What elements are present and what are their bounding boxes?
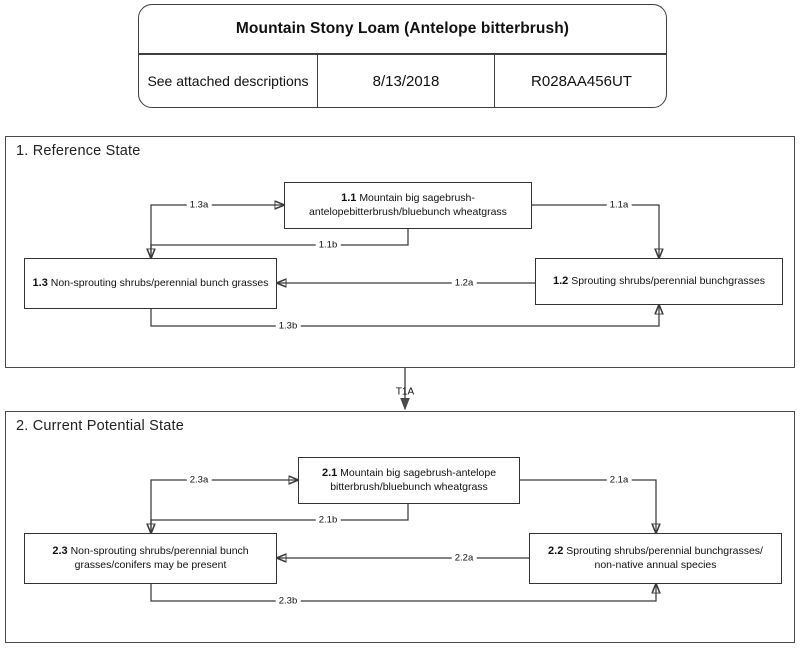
pathway-line-1-1a xyxy=(532,204,659,258)
state-title-current-potential: 2. Current Potential State xyxy=(16,418,185,434)
community-phase-code: 1.2 xyxy=(552,275,569,288)
state-panel-current-potential: 2. Current Potential State 2.1 Mountain … xyxy=(5,411,795,643)
header-cell-ecological-site-id: R028AA456UT xyxy=(531,72,632,90)
pathway-label-2-2a: 2.2a xyxy=(451,552,477,564)
pathway-line-1-1b xyxy=(151,229,409,258)
community-phase-text: Mountain big sagebrush-antelope bitterbr… xyxy=(330,467,497,493)
community-phase-text: Non-sprouting shrubs/perennial bunch gra… xyxy=(50,277,269,290)
header-cell-row: See attached descriptions 8/13/2018 R028… xyxy=(139,54,666,107)
community-phase-code: 1.1 xyxy=(341,192,357,205)
page-title: Mountain Stony Loam (Antelope bitterbrus… xyxy=(235,20,570,37)
community-phase-2-2[interactable]: 2.2 Sprouting shrubs/perennial bunchgras… xyxy=(529,533,782,584)
community-phase-text: Sprouting shrubs/perennial bunchgrasses/… xyxy=(566,545,763,571)
pathway-line-2-3a xyxy=(150,480,298,533)
state-title-reference: 1. Reference State xyxy=(16,143,141,159)
community-phase-1-2[interactable]: 1.2 Sprouting shrubs/perennial bunchgras… xyxy=(535,258,783,305)
pathway-line-2-1b xyxy=(151,504,409,533)
community-phase-text: Mountain big sagebrush-antelopebitterbru… xyxy=(309,192,507,218)
header-divider xyxy=(139,53,666,55)
community-phase-code: 1.3 xyxy=(32,277,48,290)
pathway-connectors-current-potential xyxy=(6,412,796,602)
pathway-label-1-1a: 1.1a xyxy=(606,199,632,211)
pathway-label-2-1b: 2.1b xyxy=(315,514,341,526)
pathway-line-2-1a xyxy=(520,479,656,533)
state-panel-reference: 1. Reference State 1.1 Mountain big sage… xyxy=(5,136,795,368)
header-cell-date: 8/13/2018 xyxy=(317,54,495,107)
pathway-line-2-3b xyxy=(150,584,656,602)
pathway-line-1-3a xyxy=(150,205,284,258)
pathway-label-2-1a: 2.1a xyxy=(606,474,632,486)
community-phase-code: 2.2 xyxy=(548,545,564,558)
pathway-label-2-3b: 2.3b xyxy=(275,595,301,607)
pathway-label-1-2a: 1.2a xyxy=(451,277,477,289)
community-phase-1-3[interactable]: 1.3 Non-sprouting shrubs/perennial bunch… xyxy=(24,258,277,309)
pathway-label-1-3a: 1.3a xyxy=(186,199,212,211)
pathway-connectors-reference xyxy=(6,137,796,327)
community-phase-2-1[interactable]: 2.1 Mountain big sagebrush-antelope bitt… xyxy=(298,457,520,504)
community-phase-text: Sprouting shrubs/perennial bunchgrasses xyxy=(571,275,765,288)
community-phase-code: 2.1 xyxy=(321,467,338,480)
pathway-label-1-3b: 1.3b xyxy=(275,320,301,332)
community-phase-1-1[interactable]: 1.1 Mountain big sagebrush-antelopebitte… xyxy=(284,182,532,229)
pathway-label-1-1b: 1.1b xyxy=(315,239,341,251)
header-cell-descriptions-note: See attached descriptions xyxy=(147,73,309,90)
community-phase-2-3[interactable]: 2.3 Non-sprouting shrubs/perennial bunch… xyxy=(24,533,277,584)
community-phase-text: Non-sprouting shrubs/perennial bunch gra… xyxy=(70,545,249,571)
community-phase-code: 2.3 xyxy=(52,545,68,558)
header-card: Mountain Stony Loam (Antelope bitterbrus… xyxy=(138,4,667,108)
transition-label-t1a: T1A xyxy=(395,386,415,398)
pathway-label-2-3a: 2.3a xyxy=(186,474,212,486)
